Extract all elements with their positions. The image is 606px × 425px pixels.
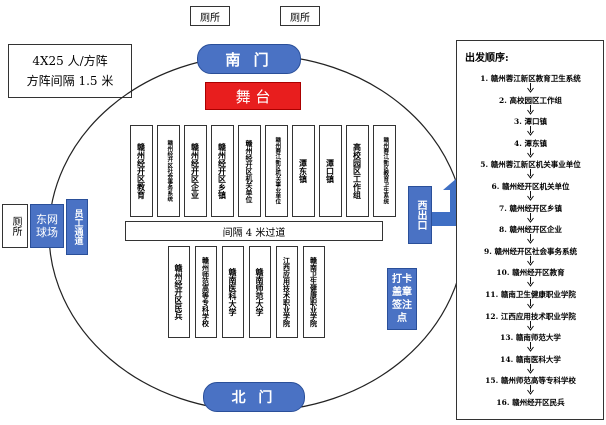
departure-item: 10. 赣州经开区教育	[496, 268, 565, 278]
upper-group-label: 赣州经开区社会事务系统	[166, 140, 173, 202]
lower-group-box: 赣州经开区民兵	[168, 246, 190, 338]
down-arrow-icon	[527, 83, 534, 93]
checkin-point: 打卡盖章签注点	[387, 268, 417, 330]
tennis-court: 东网球场	[30, 204, 64, 248]
upper-group-box: 赣州经开区机关单位	[238, 125, 261, 217]
lower-group-box: 赣州师范高等专科学校	[195, 246, 217, 338]
upper-group-label: 赣州经开区乡镇	[217, 143, 228, 199]
upper-group-label: 赣州经开区企业	[190, 143, 201, 199]
upper-group-label: 潭东镇	[298, 159, 309, 183]
info-box: 4X25 人/方阵 方阵间隔 1.5 米	[8, 44, 132, 98]
down-arrow-icon	[527, 255, 534, 266]
departure-item: 6. 赣州经开区机关单位	[491, 182, 570, 191]
down-arrow-icon	[527, 299, 534, 309]
south-gate: 南 门	[197, 44, 301, 74]
stage: 舞 台	[205, 82, 301, 110]
lower-group-box: 赣南师范大学	[249, 246, 271, 338]
down-arrow-icon	[527, 277, 534, 288]
staff-passage: 员工通道	[66, 199, 88, 255]
departure-item: 4. 潭东镇	[514, 138, 547, 148]
down-arrow-icon	[527, 342, 534, 353]
down-arrow-icon	[527, 104, 534, 115]
lower-group-label: 江西应用技术职业学院	[282, 257, 292, 327]
down-arrow-icon	[527, 234, 534, 245]
toilet-box-top-left: 厕所	[190, 6, 230, 26]
departure-item: 5. 赣州蓉江新区机关事业单位	[480, 160, 581, 170]
down-arrow-icon	[527, 191, 534, 201]
upper-group-label: 高校园区工作组	[352, 143, 363, 199]
departure-item: 2. 高校园区工作组	[499, 95, 562, 105]
departure-order-title: 出发顺序:	[465, 53, 509, 64]
toilet-box-top-right: 厕所	[280, 6, 320, 26]
down-arrow-icon	[527, 212, 534, 223]
lower-group-box: 赣南医科大学	[222, 246, 244, 338]
west-exit: 西出口	[408, 186, 432, 244]
departure-item: 11. 赣南卫生健康职业学院	[485, 290, 576, 299]
upper-group-box: 高校园区工作组	[346, 125, 369, 217]
upper-group-label: 赣州蓉江新区教育卫生系统	[382, 137, 389, 205]
upper-group-box: 潭口镇	[319, 125, 342, 217]
upper-group-box: 赣州蓉江新区机关事业单位	[265, 125, 288, 217]
lower-group-label: 赣南师范大学	[255, 268, 265, 316]
departure-order-panel: 出发顺序: 1. 赣州蓉江新区教育卫生系统 2. 高校园区工作组 3. 潭口镇 4. …	[456, 40, 604, 420]
upper-group-label: 赣州经开区机关单位	[245, 139, 254, 203]
down-arrow-icon	[527, 385, 534, 396]
info-line-2: 方阵间隔 1.5 米	[26, 74, 114, 88]
north-gate: 北 门	[203, 382, 305, 412]
upper-group-box: 赣州经开区教育	[130, 125, 153, 217]
departure-item: 1. 赣州蓉江新区教育卫生系统	[480, 74, 581, 83]
upper-group-box: 赣州经开区企业	[184, 125, 207, 217]
departure-item: 3. 潭口镇	[514, 117, 547, 127]
departure-item: 12. 江西应用技术职业学院	[485, 311, 576, 321]
lower-group-label: 赣南医科大学	[228, 268, 238, 316]
upper-group-box: 赣州经开区乡镇	[211, 125, 234, 217]
down-arrow-icon	[527, 169, 534, 180]
upper-group-label: 赣州经开区教育	[136, 143, 147, 199]
departure-item: 15. 赣州师范高等专科学校	[485, 376, 576, 386]
upper-group-label: 赣州蓉江新区机关事业单位	[274, 137, 281, 205]
lower-group-box: 赣南卫生健康职业学院	[303, 246, 325, 338]
departure-item: 7. 赣州经开区乡镇	[499, 203, 562, 213]
down-arrow-icon	[527, 147, 534, 158]
down-arrow-icon	[527, 320, 534, 331]
departure-item: 16. 赣州经开区民兵	[496, 398, 565, 407]
down-arrow-icon	[527, 126, 534, 137]
upper-group-label: 潭口镇	[325, 159, 336, 183]
upper-group-box: 赣州经开区社会事务系统	[157, 125, 180, 217]
lower-group-label: 赣州经开区民兵	[174, 264, 184, 320]
info-line-1: 4X25 人/方阵	[32, 54, 108, 68]
aisle: 间隔 4 米过道	[125, 221, 383, 241]
upper-group-box: 赣州蓉江新区教育卫生系统	[373, 125, 396, 217]
upper-group-box: 潭东镇	[292, 125, 315, 217]
departure-item: 8. 赣州经开区企业	[499, 225, 562, 235]
departure-item: 9. 赣州经开区社会事务系统	[484, 246, 577, 256]
lower-group-label: 赣南卫生健康职业学院	[309, 257, 319, 327]
departure-item: 13. 赣南师范大学	[500, 333, 561, 343]
down-arrow-icon	[527, 363, 534, 374]
lower-group-label: 赣州师范高等专科学校	[201, 257, 211, 327]
departure-item: 14. 赣南医科大学	[500, 354, 561, 364]
departure-order-list: 1. 赣州蓉江新区教育卫生系统 2. 高校园区工作组 3. 潭口镇 4. 潭东镇 5. …	[463, 73, 598, 418]
toilet-box-left: 厕所	[2, 204, 28, 248]
lower-group-box: 江西应用技术职业学院	[276, 246, 298, 338]
